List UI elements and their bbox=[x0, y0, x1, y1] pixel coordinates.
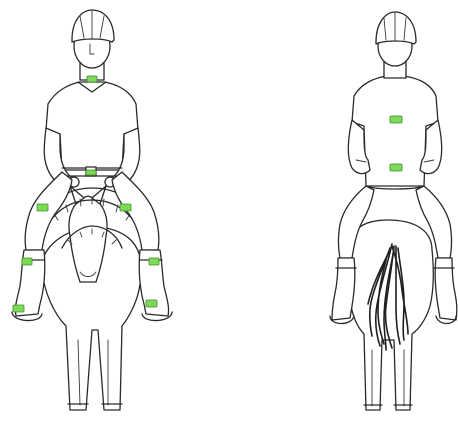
right-foot-sensor bbox=[146, 300, 157, 307]
collar-sensor bbox=[87, 76, 97, 82]
lower-back-sensor bbox=[390, 164, 402, 171]
right-shin-sensor bbox=[149, 258, 159, 265]
back-rider-right-boot bbox=[435, 258, 457, 320]
left-thigh-sensor bbox=[37, 204, 48, 211]
left-foot-sensor bbox=[13, 305, 24, 312]
back-rider-left-boot bbox=[332, 258, 355, 320]
front-rider bbox=[44, 10, 140, 187]
back-rider-helmet bbox=[376, 12, 416, 44]
left-shin-sensor bbox=[22, 258, 32, 265]
front-view bbox=[12, 10, 172, 410]
upper-back-sensor bbox=[390, 116, 402, 123]
belt-sensor bbox=[86, 170, 96, 175]
front-rider-helmet bbox=[72, 10, 114, 42]
back-view bbox=[330, 12, 457, 410]
back-rider bbox=[348, 12, 442, 189]
right-thigh-sensor bbox=[120, 204, 131, 211]
